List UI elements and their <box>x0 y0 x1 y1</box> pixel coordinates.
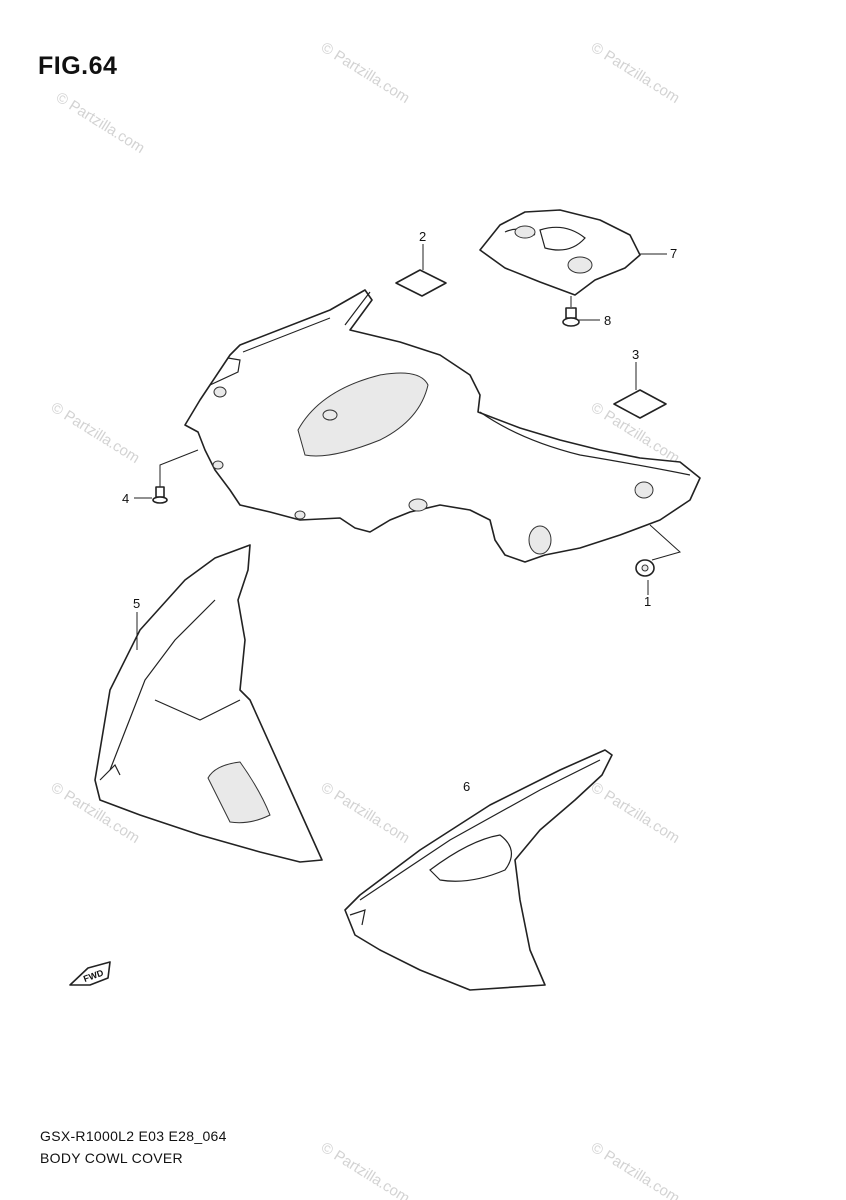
part-7-cover <box>479 209 641 296</box>
figure-title: FIG.64 <box>38 52 118 80</box>
part-1-grommet <box>635 559 655 577</box>
watermark: © Partzilla.com <box>318 39 413 107</box>
callout-8: 8 <box>604 313 611 328</box>
part-5-left-cover <box>94 544 323 863</box>
callout-7: 7 <box>670 246 677 261</box>
part-6-right-cover <box>344 749 613 991</box>
main-body-cowl <box>184 289 701 563</box>
watermark-group: © Partzilla.com © Partzilla.com © Partzi… <box>48 39 683 1200</box>
watermark: © Partzilla.com <box>318 779 413 847</box>
watermark: © Partzilla.com <box>588 1139 683 1200</box>
part-4-clip <box>152 486 168 504</box>
callout-4: 4 <box>122 491 129 506</box>
watermark: © Partzilla.com <box>588 39 683 107</box>
watermark: © Partzilla.com <box>48 399 143 467</box>
model-code: GSX-R1000L2 E03 E28_064 <box>40 1128 227 1144</box>
watermark: © Partzilla.com <box>588 779 683 847</box>
callout-5: 5 <box>133 596 140 611</box>
watermark: © Partzilla.com <box>53 89 148 157</box>
part-2-pad <box>395 269 447 297</box>
part-8-screw <box>562 296 580 327</box>
front-direction-arrow: FWD <box>69 961 111 986</box>
callout-2: 2 <box>419 229 426 244</box>
leader-lines <box>134 244 682 650</box>
callout-3: 3 <box>632 347 639 362</box>
callout-6: 6 <box>463 779 470 794</box>
callout-1: 1 <box>644 594 651 609</box>
watermark: © Partzilla.com <box>318 1139 413 1200</box>
part-3-pad <box>613 389 667 419</box>
section-name: BODY COWL COVER <box>40 1150 183 1166</box>
